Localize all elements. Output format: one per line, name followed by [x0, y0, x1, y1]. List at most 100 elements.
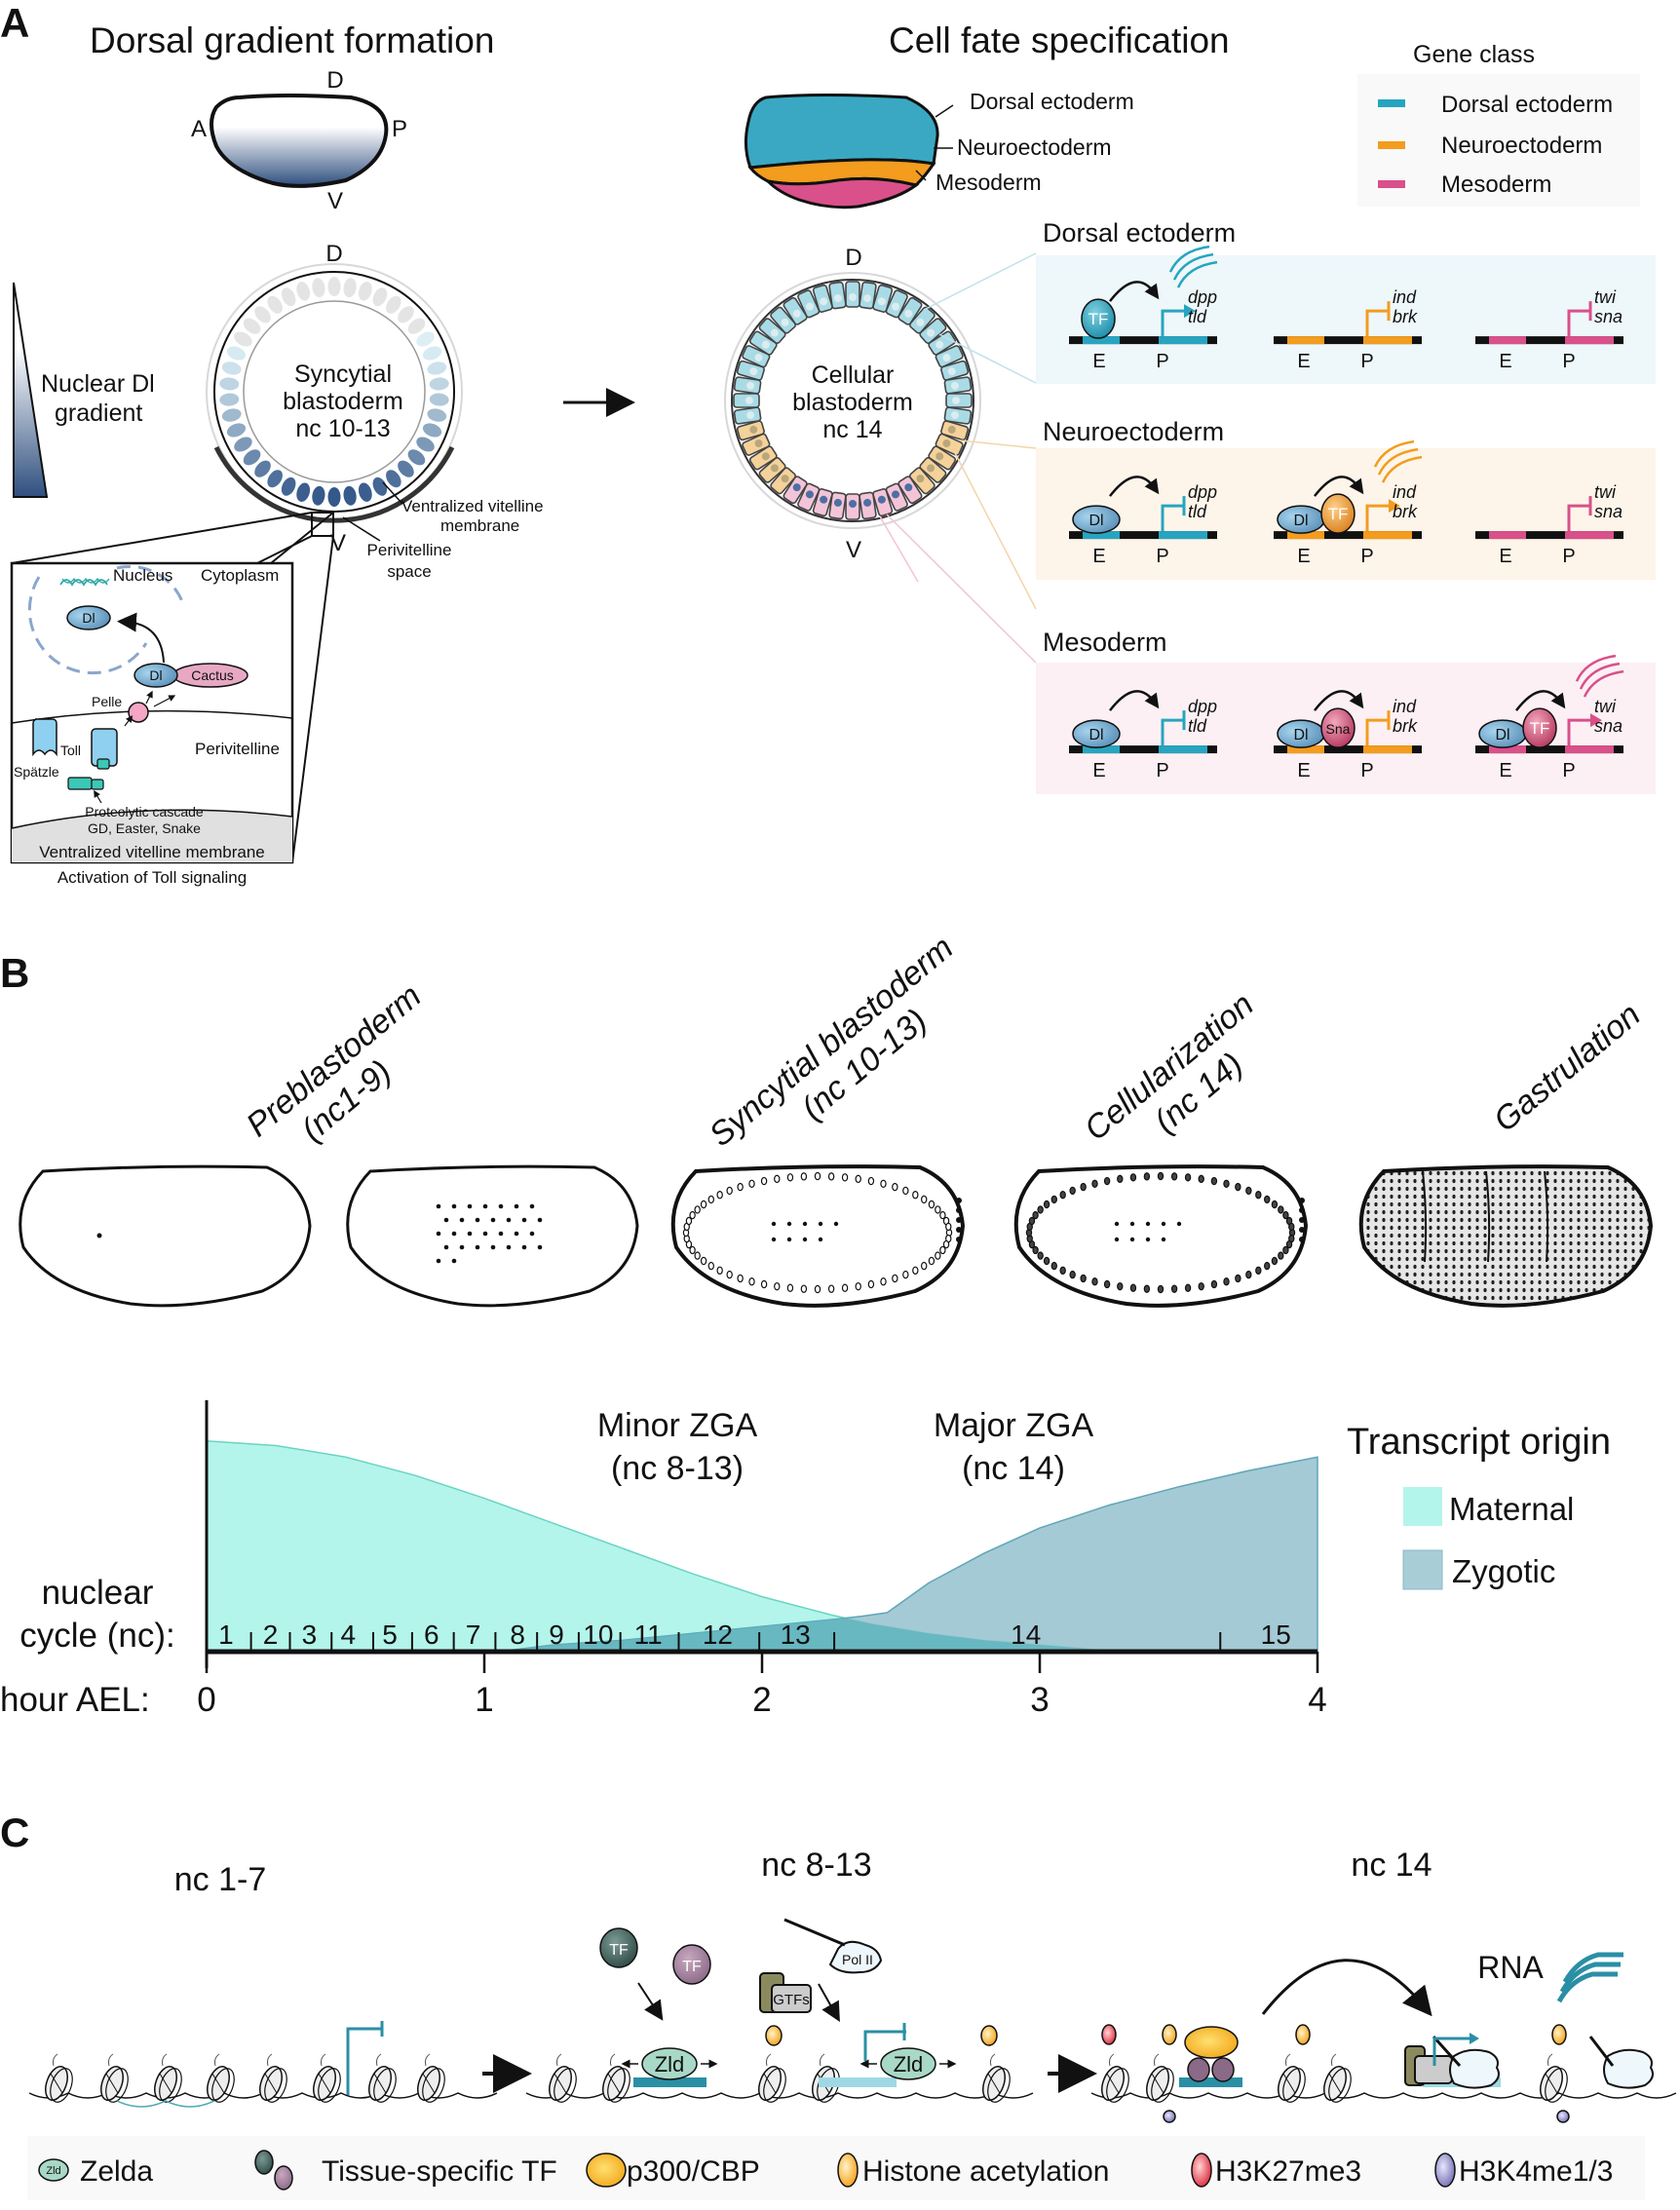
histone-tail — [1154, 2053, 1160, 2067]
enhancer-label: E — [1297, 760, 1310, 781]
nucleus-dot — [1114, 1221, 1120, 1227]
legend-item-label: H3K27me3 — [1215, 2155, 1361, 2188]
gene-name: sna — [1594, 502, 1623, 521]
cell — [828, 491, 847, 520]
peripheral-nucleus — [1245, 1186, 1252, 1196]
enhancer-region — [1083, 336, 1120, 345]
gtf-label: GTFs — [773, 1992, 810, 2008]
peripheral-nucleus — [689, 1245, 696, 1255]
histone-tail — [321, 2053, 326, 2067]
inset-dl-cytoplasmic: Dl — [149, 667, 162, 683]
nucleus — [267, 295, 283, 314]
cell — [742, 433, 771, 456]
peripheral-nucleus — [827, 1284, 835, 1293]
inset-zoom-line — [11, 512, 313, 564]
peripheral-nucleus — [945, 1222, 952, 1232]
dorsal-protein-label: Dl — [1293, 513, 1308, 529]
hour-tick-label: 1 — [475, 1681, 493, 1719]
cell — [909, 467, 935, 495]
regulation-arrow — [1109, 281, 1160, 302]
nucleus-dot — [459, 1217, 465, 1223]
tf-dark — [599, 1927, 638, 1968]
nucleus — [327, 277, 341, 296]
histone-tail — [267, 2053, 273, 2067]
panel-a-right-title: Cell fate specification — [889, 20, 1230, 60]
cell — [758, 457, 786, 483]
nucleus-dot — [467, 1231, 473, 1237]
cell — [919, 318, 947, 344]
inset-toll-label: Toll — [60, 743, 81, 758]
histone-tail — [376, 2053, 382, 2067]
embryo-outline — [19, 1164, 312, 1308]
cell — [940, 420, 970, 441]
gene-class-legend-item: Dorsal ectoderm — [1441, 92, 1613, 118]
promoter-region — [1159, 745, 1207, 754]
nc-label: 8 — [510, 1619, 525, 1650]
embryo-label-de: Dorsal ectoderm — [970, 89, 1134, 114]
nucleus-dot — [802, 1221, 808, 1227]
dorsal-protein-label: Dl — [1495, 727, 1509, 743]
promoter-arrow — [1567, 309, 1590, 337]
promoter-arrow — [1365, 504, 1389, 532]
promoter-region — [1159, 336, 1207, 345]
promoter-label: P — [1360, 546, 1373, 567]
gene-name: tld — [1188, 716, 1207, 736]
peripheral-nucleus — [1223, 1277, 1230, 1286]
cell-nucleus — [942, 439, 951, 448]
transcript-origin-legend — [1402, 1487, 1443, 1590]
nucleosome — [100, 2053, 129, 2103]
peripheral-nucleus — [760, 1176, 768, 1186]
activation-arrowhead — [1470, 2033, 1479, 2044]
inset-caption: Activation of Toll signaling — [57, 868, 247, 887]
peripheral-nucleus — [1043, 1200, 1050, 1209]
peripheral-nucleus — [1069, 1186, 1076, 1196]
pol-ii — [1603, 2048, 1654, 2089]
promoter-region — [819, 2077, 897, 2087]
peripheral-nucleus — [939, 1245, 946, 1255]
nc-label: 9 — [549, 1619, 564, 1650]
nucleus — [312, 485, 325, 506]
cell-nucleus — [916, 475, 925, 483]
syncytial-label-line1: Syncytial — [294, 361, 392, 388]
hour-tick-label: 2 — [752, 1681, 771, 1719]
nucleus — [407, 318, 426, 334]
peripheral-nucleus — [928, 1200, 935, 1209]
vitelline-label-line1: Ventralized vitelline — [401, 497, 544, 515]
peripheral-nucleus — [786, 1173, 794, 1182]
nucleosome — [1146, 2053, 1174, 2103]
cell — [733, 376, 762, 395]
peripheral-nucleus — [1170, 1284, 1178, 1293]
nucleus — [386, 470, 401, 488]
peripheral-nucleus — [1184, 1173, 1192, 1182]
dna-line — [1069, 531, 1217, 540]
axis-a-label: A — [191, 116, 207, 142]
activation-arrowhead — [1590, 713, 1602, 728]
cell-nucleus — [927, 328, 935, 337]
peripheral-nucleus — [1210, 1176, 1218, 1186]
pole-cell — [1299, 1227, 1305, 1233]
promoter-region — [1363, 531, 1412, 540]
embryo-label-me: Mesoderm — [935, 170, 1042, 195]
enhancer-label: E — [1499, 351, 1511, 372]
peripheral-nucleus — [694, 1251, 701, 1260]
stage-embryo-1 — [346, 1164, 639, 1308]
peripheral-nucleus — [726, 1186, 733, 1196]
peripheral-nucleus — [912, 1190, 919, 1200]
peripheral-nucleus — [912, 1266, 919, 1276]
nucleosome-wrap — [211, 2068, 235, 2103]
cell-nucleus — [950, 381, 959, 390]
peripheral-nucleus — [1198, 1281, 1204, 1291]
rna-transcript — [1556, 1971, 1618, 2003]
nucleosome — [758, 2053, 786, 2103]
nucleus — [296, 282, 311, 301]
acetylation-mark — [980, 2025, 998, 2046]
peripheral-nucleus — [1255, 1190, 1262, 1200]
enhancer-region — [1083, 531, 1120, 540]
dorsal-protein-label: Dl — [1088, 727, 1103, 743]
inset-cytoplasm-label: Cytoplasm — [201, 566, 279, 585]
enhancer-label: E — [1297, 351, 1310, 372]
histone-tail — [1547, 2053, 1553, 2067]
nucleosome — [602, 2053, 630, 2103]
cellular-blastoderm-diagram — [724, 252, 1037, 664]
dna-line — [1274, 745, 1422, 754]
